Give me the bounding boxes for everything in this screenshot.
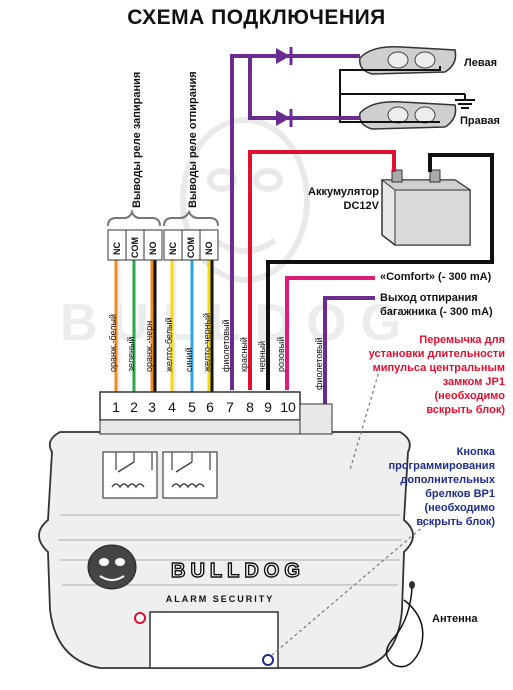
comfort-label: «Comfort» (- 300 mA) — [380, 271, 492, 283]
trunk-label: Выход отпирания багажника (- 300 mA) — [380, 291, 493, 319]
wire-color-label: оранж.-белый — [108, 314, 118, 372]
left-lamp-label: Левая — [464, 57, 497, 69]
ground-icon — [455, 99, 475, 109]
brand-logo: BULLDOG — [171, 560, 305, 582]
diode-icon — [276, 47, 293, 65]
wire-color-label: синий — [184, 347, 194, 372]
wire-color-label: желто-белый — [164, 317, 174, 372]
jumper-label: Перемычка для установки длительности мип… — [330, 333, 505, 417]
violet-trunk-wire — [323, 296, 375, 440]
relay-contact-label: NC — [112, 242, 122, 255]
alarm-unit-body — [38, 431, 414, 669]
button-label-line6: вскрыть блок) — [416, 516, 495, 528]
relay-contact-boxes — [107, 229, 219, 261]
jumper-label-line2: установки длительности — [368, 348, 505, 360]
jumper-label-line4: замком JP1 — [442, 376, 505, 388]
pin-number: 4 — [168, 399, 176, 415]
pin-number: 3 — [148, 399, 156, 415]
button-label-line3: дополнительных — [400, 474, 495, 486]
wire-color-label: черный — [257, 341, 267, 372]
pink-comfort-wire — [285, 276, 375, 390]
lock-relay-group-label: Выводы реле запирания — [131, 72, 143, 208]
jumper-label-line1: Перемычка для — [419, 334, 505, 346]
wire-color-label: зеленый — [126, 337, 136, 372]
wire-connector — [99, 391, 333, 435]
unlock-relay-brace — [163, 209, 219, 227]
button-label-line5: (необходимо — [424, 502, 495, 514]
jumper-marker — [134, 612, 146, 624]
jumper-label-line3: мипульса центральным — [372, 362, 505, 374]
battery-label: Аккумулятор DC12V — [285, 185, 379, 213]
jumper-label-line6: вскрыть блок) — [426, 404, 505, 416]
right-lamp-icon — [359, 100, 457, 130]
relay-contact-label: COM — [186, 237, 196, 258]
pin-number: 6 — [206, 399, 214, 415]
antenna-tip-icon — [409, 581, 415, 589]
relay-contact-label: NC — [168, 242, 178, 255]
jumper-label-line5: (необходимо — [434, 390, 505, 402]
pin-number: 1 — [112, 399, 120, 415]
left-lamp-icon — [359, 45, 457, 75]
black-ground-wire — [266, 153, 494, 390]
wire-color-label: красный — [239, 337, 249, 372]
wire-color-label: фиолетовый — [314, 337, 324, 390]
button-label: Кнопка программирования дополнительных б… — [360, 445, 495, 529]
pin-number: 8 — [246, 399, 254, 415]
page-title: СХЕМА ПОДКЛЮЧЕНИЯ — [127, 6, 386, 29]
antenna-wire — [385, 587, 424, 668]
pin-number: 10 — [280, 399, 296, 415]
brand-subtitle: ALARM SECURITY — [166, 594, 275, 604]
violet-lamp-wire — [230, 54, 360, 390]
button-label-line2: программирования — [388, 460, 495, 472]
wire-color-label: желто-черный — [202, 313, 212, 372]
trunk-label-line1: Выход отпирания — [380, 292, 478, 304]
wire-color-label: розовый — [276, 337, 286, 372]
pin-number: 9 — [264, 399, 272, 415]
wire-color-label: фиолетовый — [221, 319, 231, 372]
relay-contact-label: NO — [204, 242, 214, 256]
relay-contact-label: NO — [148, 242, 158, 256]
bulldog-logo-icon — [87, 544, 137, 590]
pin-number: 2 — [130, 399, 138, 415]
button-marker — [262, 654, 274, 666]
relay-contact-label: COM — [130, 237, 140, 258]
trunk-label-line2: багажника (- 300 mA) — [380, 306, 493, 318]
unlock-relay-icon — [162, 451, 218, 499]
diode-icon — [276, 109, 293, 127]
lock-relay-brace — [107, 208, 161, 227]
right-lamp-label: Правая — [460, 115, 500, 127]
button-label-line1: Кнопка — [456, 446, 495, 458]
pin-number: 7 — [226, 399, 234, 415]
pin-number: 5 — [188, 399, 196, 415]
battery-icon — [380, 169, 472, 246]
red-power-wire — [248, 150, 396, 390]
battery-label-line2: DC12V — [343, 200, 379, 212]
antenna-label: Антенна — [432, 613, 478, 625]
wire-color-label: оранж.-черн — [144, 321, 154, 372]
battery-label-line1: Аккумулятор — [308, 186, 379, 198]
button-label-line4: брелков BP1 — [425, 488, 495, 500]
watermark-bulldog-icon — [180, 117, 310, 283]
lock-relay-icon — [102, 451, 158, 499]
unlock-relay-group-label: Выводы реле отпирания — [187, 71, 199, 208]
